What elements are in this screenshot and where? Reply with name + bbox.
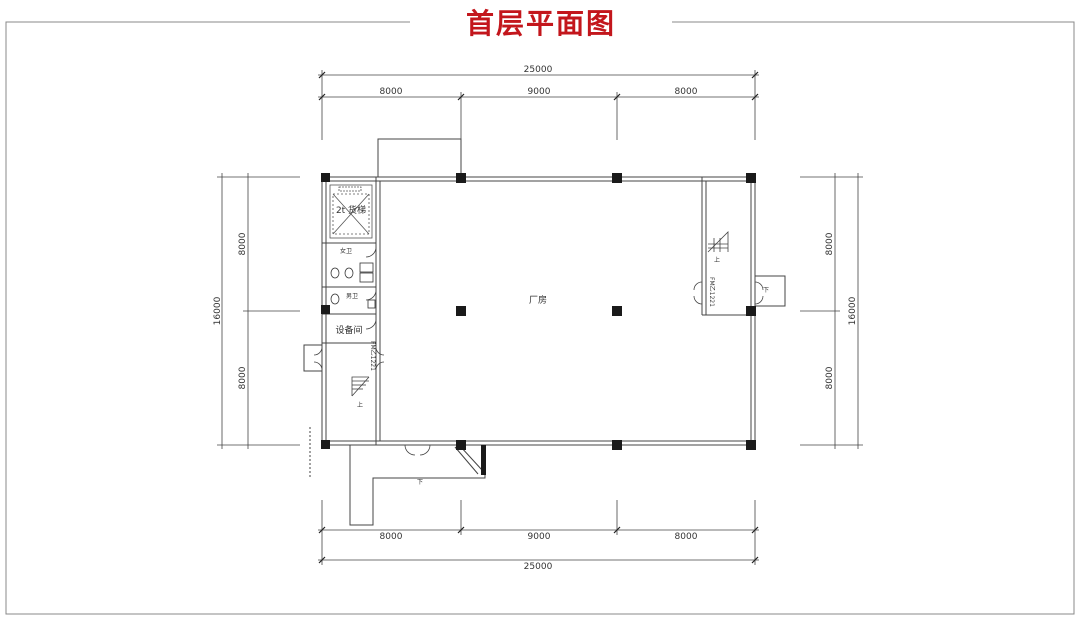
dim-top-span-2: 9000 (528, 87, 551, 97)
dim-top-span-3: 8000 (675, 87, 698, 97)
walls (303, 138, 786, 526)
room-label-women-wc: 女卫 (340, 247, 352, 255)
door-label-left: FM乙1221 (369, 341, 376, 371)
dimension-lines (217, 70, 863, 565)
dim-bottom-span-1: 8000 (380, 532, 403, 542)
room-label-elevator: 2t 货梯 (336, 204, 366, 216)
room-label-main-hall: 厂房 (529, 294, 547, 306)
stair-mark-right: 上 (714, 256, 720, 264)
dim-right-total: 16000 (848, 296, 858, 325)
door-swings (313, 246, 764, 456)
room-label-equipment: 设备间 (335, 324, 362, 336)
door-label-right: FM乙1221 (708, 277, 715, 307)
entry-mark-right: 下 (763, 287, 769, 294)
structural-columns (321, 173, 756, 475)
stairs (351, 231, 729, 397)
page-title: 首层平面图 (465, 7, 616, 40)
dim-bottom-span-3: 8000 (675, 532, 698, 542)
stair-mark-left: 上 (357, 401, 363, 409)
sheet-frame (5, 21, 1075, 615)
entry-mark: 下 (417, 479, 423, 486)
dim-left-span-2: 8000 (238, 366, 248, 389)
dim-top-total: 25000 (524, 65, 553, 75)
dim-right-span-2: 8000 (825, 366, 835, 389)
dim-left-total: 16000 (213, 296, 223, 325)
dim-top-span-1: 8000 (380, 87, 403, 97)
dim-right-span-1: 8000 (825, 232, 835, 255)
room-label-men-wc: 男卫 (346, 293, 358, 300)
dimension-ticks (318, 71, 759, 564)
elevator-shaft (329, 184, 373, 239)
dim-bottom-span-2: 9000 (528, 532, 551, 542)
dim-left-span-1: 8000 (238, 232, 248, 255)
dim-bottom-total: 25000 (524, 562, 553, 572)
toilet-fixtures (330, 262, 376, 309)
